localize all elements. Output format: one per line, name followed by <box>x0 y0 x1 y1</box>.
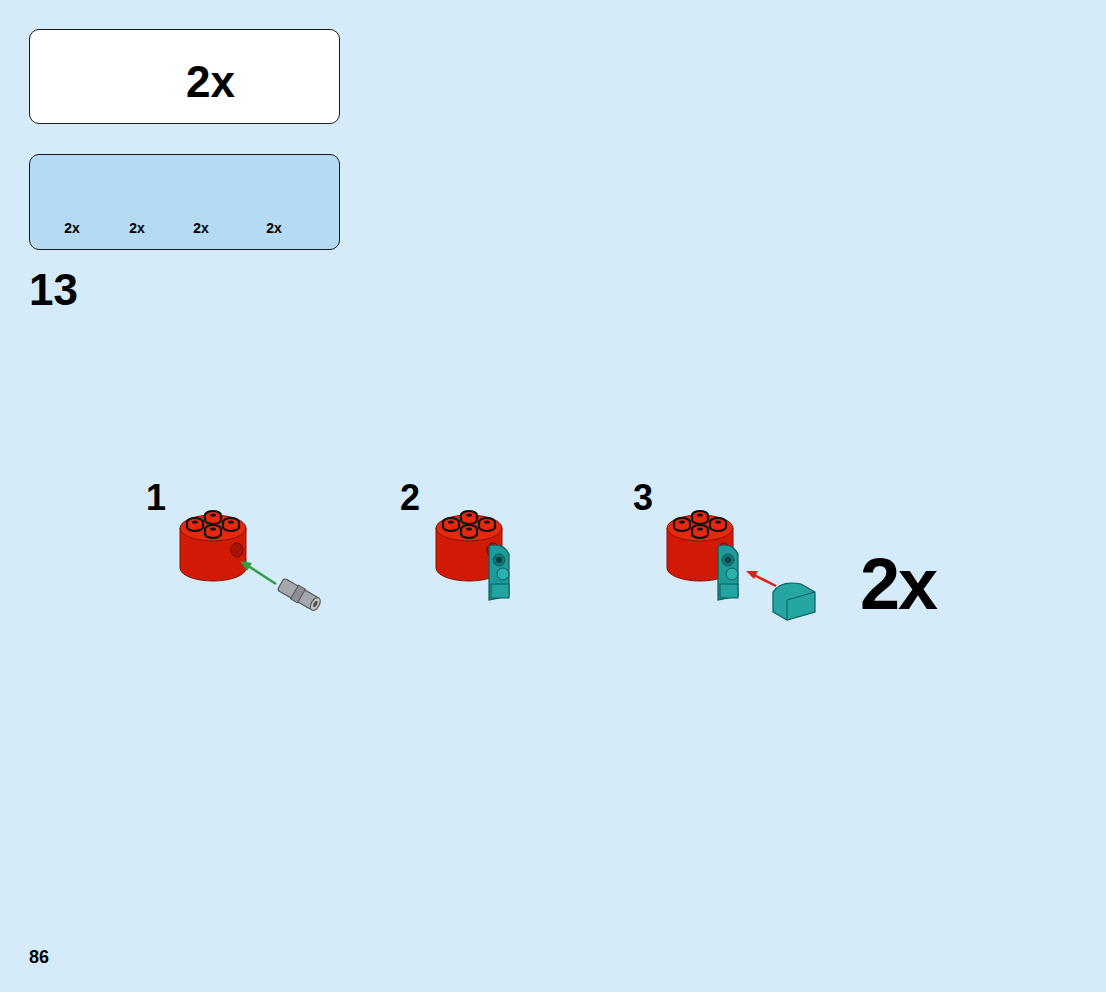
parts-list-box: 2x 2x 2x 2x <box>29 154 340 250</box>
part-count: 2x <box>266 221 282 235</box>
submodel-count-box: 2x <box>29 29 340 124</box>
substep-number: 2 <box>400 480 420 516</box>
part-count: 2x <box>193 221 209 235</box>
substep-number: 1 <box>146 480 166 516</box>
page-number: 86 <box>29 948 49 966</box>
substep-number: 3 <box>633 480 653 516</box>
step-number: 13 <box>29 268 78 312</box>
quantity-label: 2x <box>186 60 235 104</box>
part-count: 2x <box>129 221 145 235</box>
part-count: 2x <box>64 221 80 235</box>
quantity-label: 2x <box>860 548 936 620</box>
